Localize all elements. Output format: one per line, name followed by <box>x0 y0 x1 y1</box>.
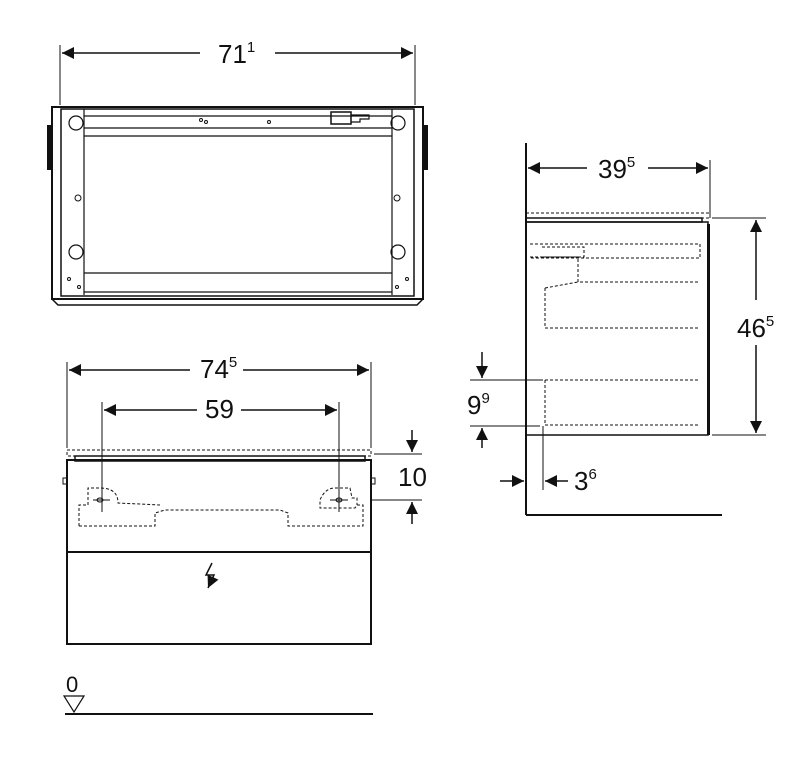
front-width-label: 745 <box>200 354 237 384</box>
hole-spacing-label: 59 <box>205 394 234 424</box>
hole-offset-label: 10 <box>398 462 427 492</box>
front-view <box>62 362 422 715</box>
side-depth-label: 395 <box>598 154 635 184</box>
side-view <box>470 143 766 516</box>
top-view <box>47 45 428 306</box>
floor-level-label: 0 <box>66 672 78 697</box>
drawer-gap-label: 99 <box>467 390 490 420</box>
electric-connection-icon <box>204 562 219 589</box>
wall-offset-label: 36 <box>574 466 597 496</box>
top-width-label: 711 <box>218 39 255 69</box>
side-height-label: 465 <box>737 313 774 343</box>
